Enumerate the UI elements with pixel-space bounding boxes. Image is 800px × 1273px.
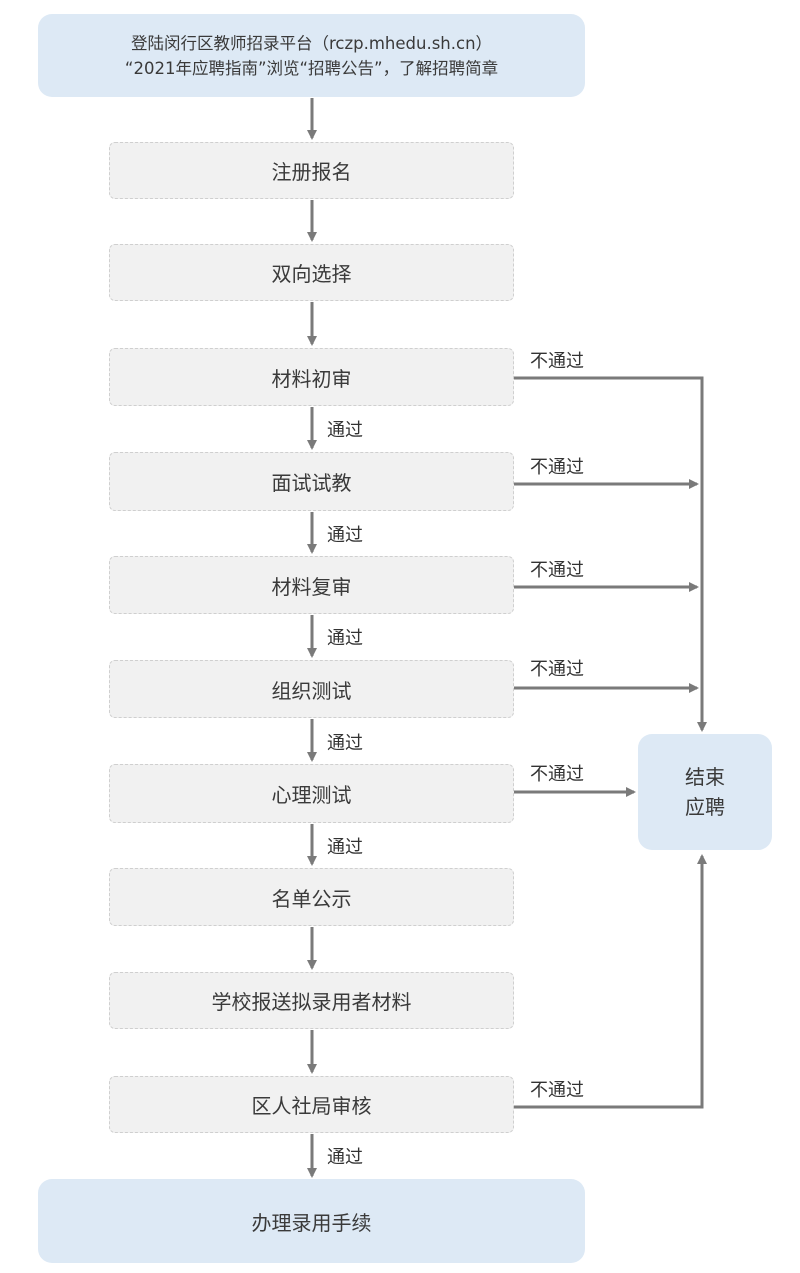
fail-label-6: 不通过 [530, 1080, 584, 1101]
fail-label-3: 不通过 [530, 560, 584, 581]
platform-instruction-line2: “2021年应聘指南”浏览“招聘公告”，了解招聘简章 [124, 58, 499, 78]
step-organized-test: 组织测试 [109, 660, 514, 718]
fail-label-4: 不通过 [530, 659, 584, 680]
step-register: 注册报名 [109, 142, 514, 199]
step-hiring-procedures: 办理录用手续 [38, 1179, 585, 1263]
platform-instruction-line1: 登陆闵行区教师招录平台（rczp.mhedu.sh.cn） [130, 33, 493, 53]
platform-instruction-box: 登陆闵行区教师招录平台（rczp.mhedu.sh.cn） “2021年应聘指南… [38, 14, 585, 97]
step-mutual-selection: 双向选择 [109, 244, 514, 301]
fail-label-1: 不通过 [530, 351, 584, 372]
pass-label-2: 通过 [327, 525, 363, 546]
reject-line-1 [514, 376, 707, 732]
pass-label-3: 通过 [327, 628, 363, 649]
step-list-publicity: 名单公示 [109, 868, 514, 926]
fail-label-2: 不通过 [530, 457, 584, 478]
reject-line-6 [514, 854, 707, 1109]
pass-label-1: 通过 [327, 420, 363, 441]
pass-label-6: 通过 [327, 1147, 363, 1168]
pass-label-5: 通过 [327, 837, 363, 858]
fail-label-5: 不通过 [530, 764, 584, 785]
step-interview-teaching: 面试试教 [109, 452, 514, 511]
step-district-review: 区人社局审核 [109, 1076, 514, 1133]
end-application-box: 结束 应聘 [638, 734, 772, 850]
step-initial-review: 材料初审 [109, 348, 514, 406]
end-application-line1: 结束 [685, 765, 725, 789]
pass-label-4: 通过 [327, 733, 363, 754]
end-application-line2: 应聘 [685, 795, 725, 819]
step-second-review: 材料复审 [109, 556, 514, 614]
step-school-submission: 学校报送拟录用者材料 [109, 972, 514, 1029]
step-psychological-test: 心理测试 [109, 764, 514, 823]
